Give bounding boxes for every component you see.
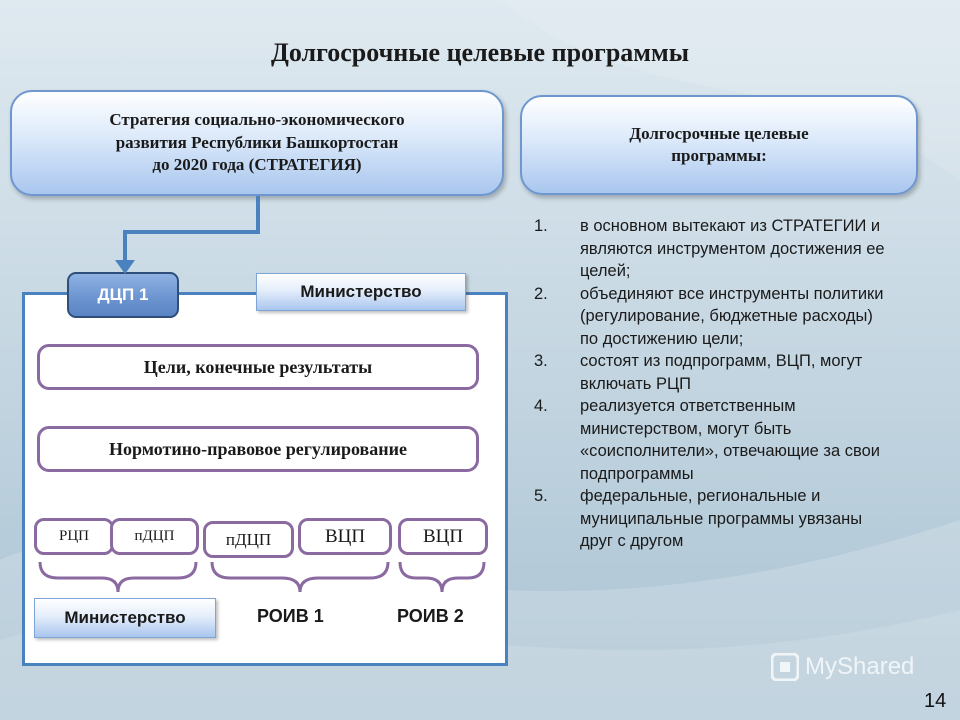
program-features-list: 1. в основном вытекают из СТРАТЕГИИ и явл…: [534, 215, 894, 553]
list-item-text: объединяют все инструменты политики (рег…: [580, 284, 884, 348]
list-item-text: в основном вытекают из СТРАТЕГИИ и являю…: [580, 217, 885, 280]
list-item: 1. в основном вытекают из СТРАТЕГИИ и явл…: [534, 215, 894, 283]
list-item-number: 2.: [534, 284, 548, 303]
watermark-logo-icon: [771, 653, 799, 681]
list-item-text: федеральные, региональные и муниципальны…: [580, 487, 863, 550]
list-item-number: 5.: [534, 487, 548, 505]
programs-line-1: Долгосрочные целевые: [629, 123, 809, 143]
vcp-box-2: ВЦП: [398, 518, 488, 555]
list-item: 5. федеральные, региональные и муниципаль…: [534, 485, 894, 553]
programs-line-2: программы:: [671, 146, 767, 165]
dcp-tab: ДЦП 1: [67, 272, 179, 318]
list-item: 4. реализуется ответственным министерство…: [534, 395, 894, 485]
ministry-label-top: Министерство: [256, 273, 466, 311]
vcp-box-1: ВЦП: [298, 518, 392, 555]
page-number: 14: [924, 690, 947, 712]
rcp-box: РЦП: [34, 518, 114, 555]
list-item: 3. состоят из подпрограмм, ВЦП, могут вкл…: [534, 350, 894, 395]
watermark: MyShared: [771, 653, 914, 681]
strategy-box: Стратегия социально-экономического разви…: [10, 90, 504, 196]
strategy-line-3: до 2020 года (СТРАТЕГИЯ): [152, 155, 362, 175]
strategy-line-1: Стратегия социально-экономического: [109, 110, 405, 130]
roiv-1-label: РОИВ 1: [257, 606, 324, 626]
strategy-line-2: развития Республики Башкортостан: [115, 132, 399, 152]
list-item-text: состоят из подпрограмм, ВЦП, могут включ…: [580, 352, 863, 393]
list-item-number: 4.: [534, 397, 548, 415]
goals-results-box: Цели, конечные результаты: [37, 344, 479, 390]
roiv-2-label: РОИВ 2: [397, 606, 464, 626]
programs-box: Долгосрочные целевые программы:: [520, 95, 918, 195]
subprogram-box-1: пДЦП: [110, 518, 199, 555]
list-item-text: реализуется ответственным министерством,…: [580, 397, 880, 483]
list-item-number: 1.: [534, 217, 548, 235]
list-item-number: 3.: [534, 352, 548, 370]
regulation-box: Нормотино-правовое регулирование: [37, 426, 479, 472]
ministry-label-bottom: Министерство: [34, 598, 216, 638]
page-title: Долгосрочные целевые программы: [270, 38, 690, 67]
list-item: 2. объединяют все инструменты политики (р…: [534, 283, 894, 351]
subprogram-box-2: пДЦП: [203, 521, 294, 558]
watermark-text: MyShared: [805, 653, 915, 680]
